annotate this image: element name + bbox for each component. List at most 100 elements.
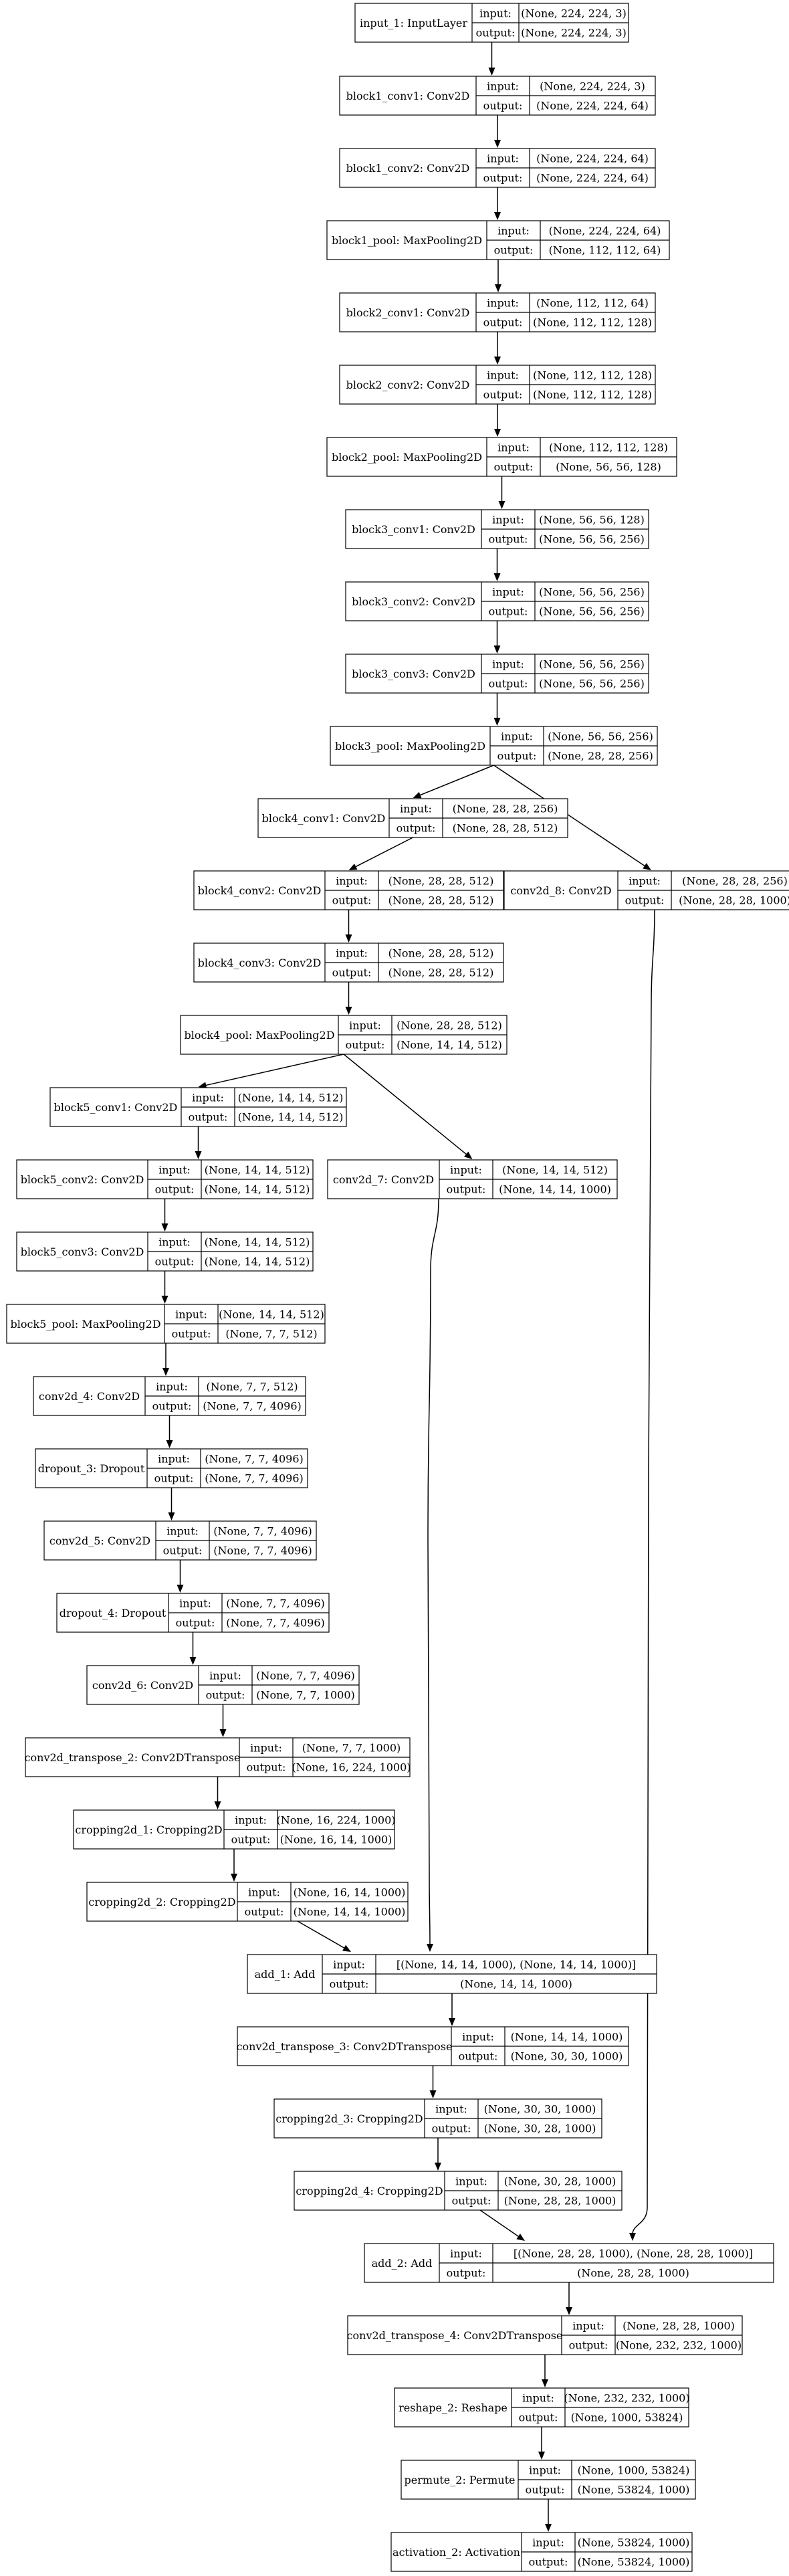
layer-node-cropping2d-4: cropping2d_4: Cropping2D input: output: (No… xyxy=(294,2171,623,2211)
layer-name: block5_conv3: Conv2D xyxy=(21,1246,144,1258)
layer-name: block3_conv3: Conv2D xyxy=(352,668,475,680)
edge-line xyxy=(427,1198,439,1946)
edge-cropping2d-2-to-add-1 xyxy=(297,1920,351,1952)
edge-arrowhead xyxy=(494,140,501,148)
port-label-input: input: xyxy=(166,1525,199,1538)
output-shape: (None, 14, 14, 512) xyxy=(238,1111,344,1124)
output-shape: (None, 30, 28, 1000) xyxy=(484,2122,596,2135)
edge-arrowhead xyxy=(493,646,501,654)
port-label-input: input: xyxy=(450,2248,482,2260)
port-label-input: input: xyxy=(529,2464,561,2477)
edge-arrowhead xyxy=(545,2524,552,2532)
output-shape: (None, 1000, 53824) xyxy=(571,2411,683,2424)
layer-name: cropping2d_3: Cropping2D xyxy=(275,2112,423,2125)
layer-name: block1_pool: MaxPooling2D xyxy=(332,234,482,247)
edge-arrowhead xyxy=(494,357,501,365)
layer-name: reshape_2: Reshape xyxy=(399,2401,508,2414)
port-label-input: input: xyxy=(175,1308,207,1321)
layer-name: dropout_4: Dropout xyxy=(60,1607,166,1619)
port-label-output: output: xyxy=(497,750,537,763)
output-shape: (None, 14, 14, 1000) xyxy=(460,1978,572,1991)
port-label-input: input: xyxy=(492,658,524,671)
port-label-output: output: xyxy=(476,27,516,39)
port-label-output: output: xyxy=(189,1111,228,1124)
edge-block3-pool-to-conv2d-8 xyxy=(493,765,651,870)
input-shape: (None, 232, 232, 1000) xyxy=(564,2392,689,2405)
edge-block1-pool-to-block2-conv1 xyxy=(495,260,501,292)
layer-name: cropping2d_2: Cropping2D xyxy=(88,1896,235,1908)
edge-block3-conv1-to-block3-conv2 xyxy=(493,549,501,581)
layer-name: block5_pool: MaxPooling2D xyxy=(10,1318,160,1330)
output-shape: (None, 30, 30, 1000) xyxy=(511,2050,623,2063)
edge-block1-conv2-to-block1-pool xyxy=(494,187,501,220)
layer-name: block1_conv2: Conv2D xyxy=(346,162,470,175)
port-label-input: input: xyxy=(450,1164,482,1177)
port-label-output: output: xyxy=(494,461,534,474)
input-shape: (None, 224, 224, 64) xyxy=(536,153,649,165)
layer-node-block3-conv3: block3_conv3: Conv2Dinput:output:(None, … xyxy=(345,654,649,694)
port-label-output: output: xyxy=(494,244,534,257)
input-shape: (None, 28, 28, 512) xyxy=(388,875,494,888)
edge-block5-conv2-to-block5-conv3 xyxy=(161,1199,168,1231)
layer-name: block1_conv1: Conv2D xyxy=(346,90,470,102)
edge-block5-conv1-to-block5-conv2 xyxy=(195,1126,202,1159)
edge-block2-pool-to-block3-conv1 xyxy=(498,476,505,509)
port-label-input: input: xyxy=(629,875,661,888)
layer-name: block4_conv3: Conv2D xyxy=(198,957,322,969)
port-label-input: input: xyxy=(336,947,368,960)
layer-name: conv2d_5: Conv2D xyxy=(49,1534,150,1547)
edge-arrowhead xyxy=(345,934,352,943)
edge-add-1-to-conv2d-transpose-3 xyxy=(449,1993,455,2026)
port-label-input: input: xyxy=(158,1164,191,1177)
port-label-input: input: xyxy=(501,730,533,743)
input-shape: (None, 7, 7, 4096) xyxy=(213,1525,312,1538)
input-shape: (None, 28, 28, 256) xyxy=(682,875,788,888)
input-shape: (None, 7, 7, 4096) xyxy=(205,1453,303,1466)
port-label-output: output: xyxy=(483,316,523,329)
output-shape: (None, 28, 28, 512) xyxy=(388,967,494,979)
output-shape: (None, 7, 7, 4096) xyxy=(213,1545,312,1557)
edge-block5-conv3-to-block5-pool xyxy=(161,1271,168,1304)
layer-name: block2_conv1: Conv2D xyxy=(346,306,470,319)
layer-name: add_2: Add xyxy=(372,2257,433,2270)
edge-block4-conv3-to-block4-pool xyxy=(345,982,352,1015)
output-shape: (None, 28, 28, 1000) xyxy=(504,2195,616,2207)
input-shape: (None, 7, 7, 4096) xyxy=(256,1670,354,1682)
layer-name: input_1: InputLayer xyxy=(360,17,467,29)
port-label-input: input: xyxy=(435,2103,467,2116)
layer-name: conv2d_6: Conv2D xyxy=(92,1679,193,1692)
edge-cropping2d-4-to-add-2 xyxy=(479,2209,525,2241)
edge-permute-2-to-activation-2 xyxy=(545,2499,552,2532)
edge-conv2d-transpose-3-to-cropping2d-3 xyxy=(429,2066,437,2098)
layer-name: cropping2d_4: Cropping2D xyxy=(296,2185,443,2197)
layer-node-conv2d-transpose-4: conv2d_transpose_4: Conv2DTransposeinput… xyxy=(347,2315,743,2355)
port-label-output: output: xyxy=(452,2195,491,2207)
port-label-input: input: xyxy=(572,2320,604,2333)
output-shape: (None, 53824, 1000) xyxy=(578,2484,690,2496)
output-shape: (None, 28, 28, 512) xyxy=(453,822,558,835)
edge-arrowhead xyxy=(538,2452,545,2460)
layer-node-block5-pool: block5_pool: MaxPooling2Dinput:output:(N… xyxy=(6,1304,326,1344)
port-label-output: output: xyxy=(489,678,528,690)
layer-node-block4-conv1: block4_conv1: Conv2Dinput:output:(None, … xyxy=(257,798,568,838)
edge-arrowhead xyxy=(493,573,501,581)
port-label-input: input: xyxy=(487,80,519,93)
edge-block3-conv3-to-block3-pool xyxy=(493,693,501,726)
edge-block5-pool-to-conv2d-4 xyxy=(162,1343,169,1376)
output-shape: (None, 14, 14, 1000) xyxy=(499,1183,611,1196)
layer-name: conv2d_8: Conv2D xyxy=(510,884,611,897)
port-label-output: output: xyxy=(489,605,528,618)
edge-line xyxy=(632,909,655,2235)
port-label-input: input: xyxy=(455,2175,487,2188)
edge-line xyxy=(493,765,647,868)
output-shape: (None, 14, 14, 512) xyxy=(205,1256,310,1268)
layer-node-block3-pool: block3_pool: MaxPooling2Dinput:output:(N… xyxy=(330,726,658,766)
output-shape: (None, 112, 112, 128) xyxy=(533,316,652,329)
output-shape: (None, 7, 7, 4096) xyxy=(205,1472,303,1485)
layer-node-block3-conv1: block3_conv1: Conv2Dinput:output:(None, … xyxy=(345,509,649,549)
layer-name: block3_conv2: Conv2D xyxy=(352,595,475,608)
output-shape: (None, 14, 14, 1000) xyxy=(294,1906,406,1918)
